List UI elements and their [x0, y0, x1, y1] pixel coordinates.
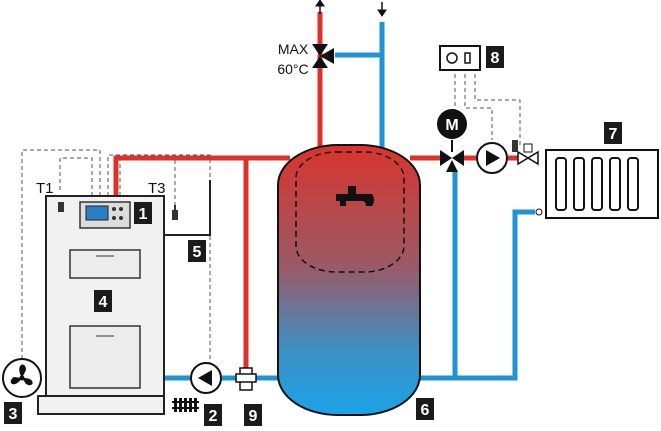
fan-icon [2, 358, 42, 398]
svg-text:3: 3 [9, 406, 18, 423]
badge-7: 7 [604, 122, 622, 144]
motor-label: M [445, 117, 458, 134]
badge-8: 8 [486, 46, 504, 68]
thermal-valve [235, 367, 257, 391]
svg-text:9: 9 [249, 408, 258, 425]
hot-water-pipes [113, 12, 520, 378]
badge-4: 4 [94, 290, 112, 312]
motor-actuator-icon: M [437, 109, 467, 139]
t3-label: T3 [148, 180, 166, 197]
t1-label: T1 [36, 180, 54, 197]
room-controller-icon [439, 45, 481, 71]
badge-1: 1 [134, 202, 152, 224]
hot-water-coil [295, 151, 405, 273]
radiator-icon [535, 149, 659, 219]
badge-5: 5 [188, 240, 206, 262]
radiator-valve [517, 143, 539, 166]
svg-text:6: 6 [421, 402, 430, 419]
temperature-label: 60°C [277, 61, 308, 77]
badge-2: 2 [204, 404, 222, 426]
water-tap-icon [336, 186, 374, 206]
sensor-t3 [172, 205, 178, 220]
badge-3: 3 [4, 402, 22, 424]
badge-6: 6 [416, 398, 434, 420]
small-radiator-icon [172, 398, 199, 412]
thermostatic-mixing-valve [312, 44, 334, 68]
svg-text:4: 4 [99, 294, 108, 311]
boiler-pump-icon [190, 362, 222, 394]
three-way-valve [440, 140, 464, 172]
svg-text:5: 5 [193, 244, 202, 261]
circulation-pump-icon [476, 142, 508, 174]
svg-text:7: 7 [609, 126, 618, 143]
controller-display [85, 205, 109, 221]
return-sensor-bracket [165, 180, 211, 236]
badge-9: 9 [244, 404, 262, 426]
svg-text:8: 8 [491, 50, 500, 67]
max-label: MAX [278, 41, 309, 57]
sensor-t1 [58, 202, 64, 212]
flow-sensor [512, 140, 518, 152]
buffer-tank [277, 144, 421, 416]
flow-arrows [315, 0, 387, 17]
svg-text:1: 1 [139, 206, 148, 223]
svg-text:2: 2 [209, 408, 218, 425]
